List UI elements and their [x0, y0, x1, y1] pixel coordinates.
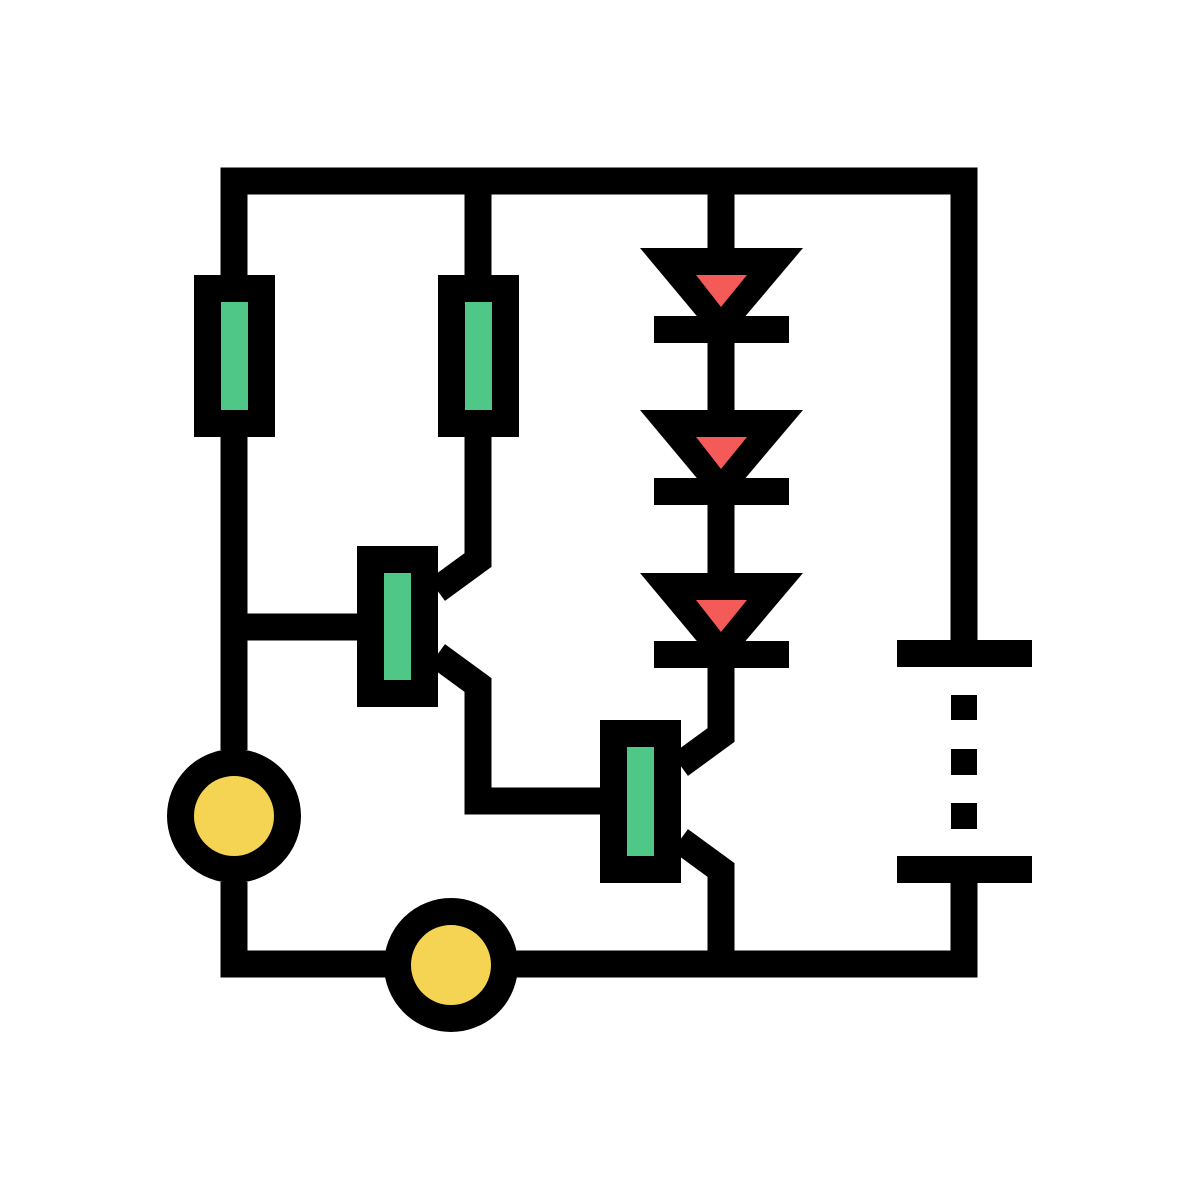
battery	[897, 640, 1032, 883]
wire-transistor1-emitter	[429, 644, 600, 815]
wire-bottom	[220, 870, 978, 978]
diode-3	[640, 573, 803, 670]
terminal-1	[167, 749, 301, 883]
diode-1	[640, 248, 803, 345]
wire-diode-to-transistor2	[672, 654, 735, 776]
battery-dash	[951, 695, 977, 720]
wires	[220, 167, 978, 978]
transistor-2	[600, 720, 681, 883]
terminal-2	[384, 898, 518, 1032]
battery-plate-bottom	[897, 856, 1032, 883]
resistor-2	[438, 275, 519, 437]
diode-2	[640, 410, 803, 507]
battery-dash	[951, 803, 977, 829]
battery-dash	[951, 749, 977, 775]
resistor-1	[194, 275, 275, 437]
wire-resistor2-collector	[429, 423, 492, 601]
wire-top-frame	[220, 167, 978, 654]
battery-plate-top	[897, 640, 1032, 667]
wire-transistor2-emitter	[672, 829, 735, 964]
transistor-1	[357, 546, 438, 707]
